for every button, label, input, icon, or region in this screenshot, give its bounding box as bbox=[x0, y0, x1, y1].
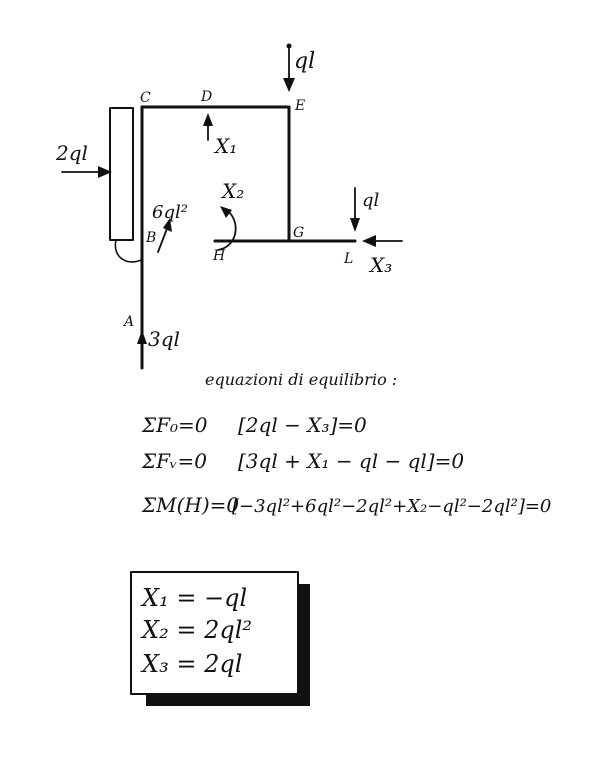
point-label-g: G bbox=[293, 225, 304, 241]
eq3-label: ΣM(H)=0 bbox=[141, 493, 239, 517]
moment-b-label: 6ql² bbox=[152, 202, 188, 223]
panel-hook bbox=[114, 239, 142, 263]
force-arrow-l bbox=[350, 187, 360, 232]
result-box bbox=[130, 571, 310, 706]
x3-arrow bbox=[362, 235, 403, 247]
result-x3: X₃ = 2ql bbox=[140, 650, 242, 678]
point-label-b: B bbox=[145, 230, 156, 246]
point-label-a: A bbox=[122, 314, 134, 330]
frame-structure bbox=[140, 105, 357, 370]
eq3-body: [−3ql²+6ql²−2ql²+X₂−ql²−2ql²]=0 bbox=[232, 496, 551, 517]
reaction-a-label: 3ql bbox=[148, 327, 180, 351]
x2-label: X₂ bbox=[220, 179, 244, 203]
point-label-d: D bbox=[200, 89, 212, 105]
eq2-label: ΣFᵥ=0 bbox=[141, 449, 207, 473]
top-force-label: ql bbox=[294, 49, 315, 74]
moment-arrow-b bbox=[157, 218, 172, 253]
equations-heading: equazioni di equilibrio : bbox=[205, 370, 397, 389]
distributed-load-panel bbox=[109, 107, 134, 241]
x2-arrow bbox=[217, 206, 237, 251]
x1-arrow bbox=[203, 113, 213, 141]
x3-label: X₃ bbox=[368, 253, 392, 277]
force-arrow-horizontal bbox=[61, 166, 112, 178]
result-x2: X₂ = 2ql² bbox=[140, 616, 252, 644]
point-label-h: H bbox=[212, 248, 226, 264]
x1-label: X₁ bbox=[213, 134, 237, 158]
result-x1: X₁ = −ql bbox=[140, 584, 247, 612]
point-label-l: L bbox=[343, 251, 353, 267]
reaction-arrow-a bbox=[137, 330, 147, 367]
eq1-body: [2ql − X₃]=0 bbox=[238, 413, 367, 437]
point-label-c: C bbox=[140, 90, 151, 106]
point-label-e: E bbox=[294, 98, 305, 114]
horizontal-force-label: 2ql bbox=[55, 141, 88, 165]
force-arrow-top bbox=[283, 43, 295, 92]
force-l-label: ql bbox=[362, 190, 380, 211]
result-box-frame bbox=[130, 571, 299, 695]
eq2-body: [3ql + X₁ − ql − ql]=0 bbox=[238, 449, 464, 473]
eq1-label: ΣF₀=0 bbox=[141, 413, 208, 437]
